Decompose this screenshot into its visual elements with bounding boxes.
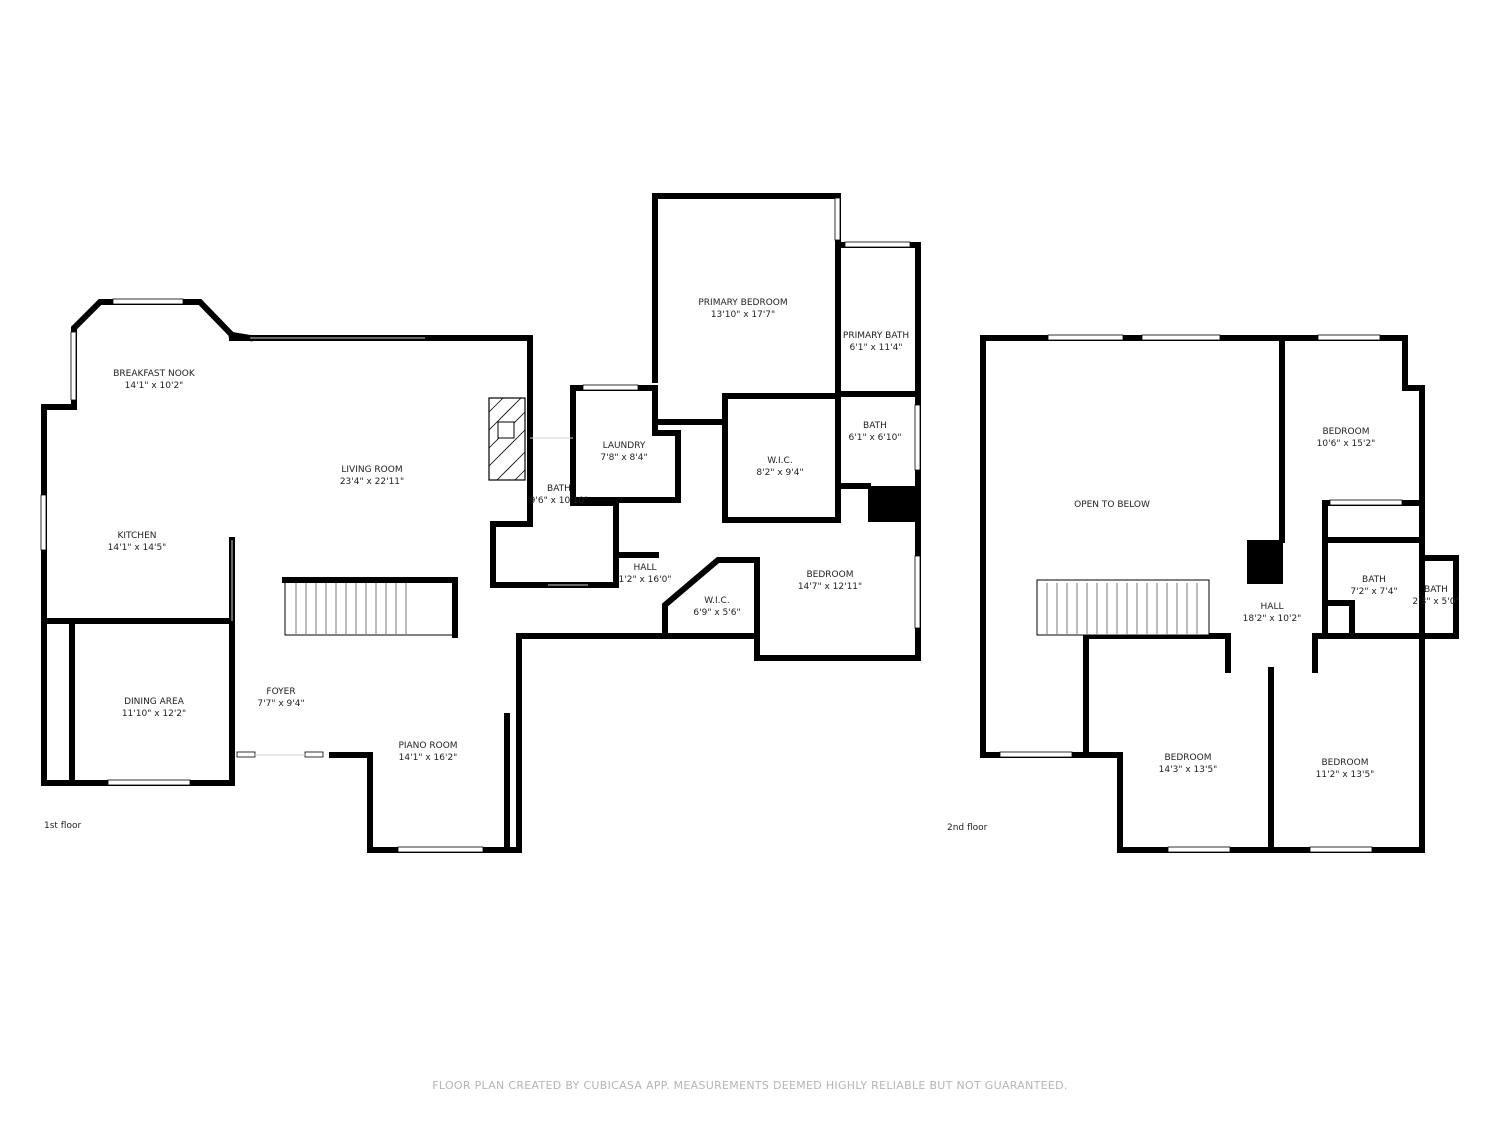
staircase-1st-floor [282,577,458,638]
room-name: LAUNDRY [603,441,646,451]
room-dimensions: 13'10" x 17'7" [711,310,775,320]
room-dimensions: 6'9" x 5'6" [693,608,740,618]
room-hall: HALL 1'2" x 16'0" [619,563,672,585]
room-kitchen: KITCHEN 14'1" x 14'5" [108,531,167,553]
room-wic-2: W.I.C. 6'9" x 5'6" [693,596,740,618]
staircase-2nd-floor [1036,579,1210,636]
chimney-block [868,486,918,522]
room-dimensions: 6'1" x 11'4" [850,343,903,353]
fireplace [488,397,526,481]
room-bath: BATH 9'6" x 10'10" [530,484,589,506]
room-name: BATH [1362,575,1386,585]
room-bedroom-2-3: BEDROOM 11'2" x 13'5" [1316,758,1375,780]
room-name: PIANO ROOM [398,741,457,751]
room-piano-room: PIANO ROOM 14'1" x 16'2" [398,741,457,763]
room-dimensions: 8'2" x 9'4" [756,468,803,478]
room-bedroom-2-2: BEDROOM 14'3" x 13'5" [1159,753,1218,775]
room-dimensions: 9'6" x 10'10" [530,496,589,506]
chimney-block-2nd [1247,540,1283,584]
second-floor-plan: OPEN TO BELOW BEDROOM 10'6" x 15'2" BATH… [947,334,1460,853]
room-name: BREAKFAST NOOK [113,369,196,379]
room-dimensions: 1'2" x 16'0" [619,575,672,585]
room-dimensions: 18'2" x 10'2" [1243,614,1302,624]
room-name: LIVING ROOM [341,465,402,475]
room-foyer: FOYER 7'7" x 9'4" [257,687,304,709]
room-breakfast-nook: BREAKFAST NOOK 14'1" x 10'2" [113,369,196,391]
room-bath-2-1: BATH 7'2" x 7'4" [1350,575,1397,597]
room-dimensions: 14'1" x 16'2" [399,753,458,763]
room-dimensions: 14'3" x 13'5" [1159,765,1218,775]
room-name: BEDROOM [1323,427,1370,437]
room-name: OPEN TO BELOW [1074,500,1150,510]
room-name: BATH [1424,585,1448,595]
room-dining-area: DINING AREA 11'10" x 12'2" [122,697,186,719]
room-living-room: LIVING ROOM 23'4" x 22'11" [340,465,404,487]
room-name: BEDROOM [1165,753,1212,763]
room-name: HALL [1261,602,1284,612]
room-name: W.I.C. [767,456,792,466]
first-floor-plan: BREAKFAST NOOK 14'1" x 10'2" LIVING ROOM… [40,193,921,853]
room-dimensions: 23'4" x 22'11" [340,477,404,487]
room-name: FOYER [266,687,295,697]
floor-label-2nd: 2nd floor [947,823,988,833]
room-primary-bath: PRIMARY BATH 6'1" x 11'4" [843,331,909,353]
room-name: PRIMARY BATH [843,331,909,341]
room-dimensions: 14'7" x 12'11" [798,582,862,592]
room-name: BATH [547,484,571,494]
room-dimensions: 11'10" x 12'2" [122,709,186,719]
room-dimensions: 14'1" x 10'2" [125,381,184,391]
room-name: BATH [863,421,887,431]
room-primary-bedroom: PRIMARY BEDROOM 13'10" x 17'7" [698,298,787,320]
room-laundry: LAUNDRY 7'8" x 8'4" [600,441,647,463]
room-dimensions: 14'1" x 14'5" [108,543,167,553]
room-wic: W.I.C. 8'2" x 9'4" [756,456,803,478]
room-name: DINING AREA [124,697,185,707]
floor-label-1st: 1st floor [44,821,81,831]
room-name: PRIMARY BEDROOM [698,298,787,308]
disclaimer-text: FLOOR PLAN CREATED BY CUBICASA APP. MEAS… [432,1079,1068,1092]
room-bedroom-2-1: BEDROOM 10'6" x 15'2" [1317,427,1376,449]
room-dimensions: 7'7" x 9'4" [257,699,304,709]
room-dimensions: 6'1" x 6'10" [849,433,902,443]
room-dimensions: 2'3" x 5'0" [1412,597,1459,607]
room-bedroom: BEDROOM 14'7" x 12'11" [798,570,862,592]
room-name: KITCHEN [118,531,157,541]
room-name: BEDROOM [807,570,854,580]
room-dimensions: 10'6" x 15'2" [1317,439,1376,449]
room-open-to-below: OPEN TO BELOW [1074,500,1150,510]
room-bath-2: BATH 6'1" x 6'10" [849,421,902,443]
room-hall-2: HALL 18'2" x 10'2" [1243,602,1302,624]
room-dimensions: 7'8" x 8'4" [600,453,647,463]
room-name: W.I.C. [704,596,729,606]
room-dimensions: 7'2" x 7'4" [1350,587,1397,597]
room-name: BEDROOM [1322,758,1369,768]
room-bath-2-2: BATH 2'3" x 5'0" [1412,585,1459,607]
room-name: HALL [634,563,657,573]
room-dimensions: 11'2" x 13'5" [1316,770,1375,780]
